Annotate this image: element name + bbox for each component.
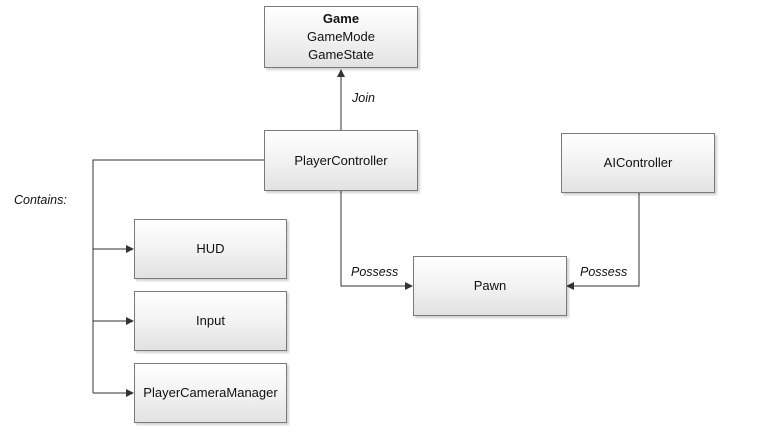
contains-label: Contains:	[14, 193, 67, 207]
player-controller-label: PlayerController	[294, 152, 388, 168]
game-node: Game GameMode GameState	[264, 6, 418, 68]
game-title: Game	[322, 11, 360, 26]
pawn-label: Pawn	[473, 278, 507, 293]
player-camera-manager-label: PlayerCameraManager	[143, 385, 278, 400]
hud-node: HUD	[134, 219, 287, 279]
possess-ai-label: Possess	[580, 265, 628, 279]
player-controller-node: PlayerController	[264, 130, 418, 191]
game-mode-label: GameMode	[307, 29, 375, 44]
join-label: Join	[352, 91, 375, 105]
input-label: Input	[196, 313, 225, 328]
ai-controller-label: AIController	[603, 155, 673, 170]
possess-ai-arrow	[566, 193, 640, 290]
possess-player-label: Possess	[351, 265, 399, 279]
contains-line	[92, 159, 264, 393]
player-camera-manager-node: PlayerCameraManager	[134, 363, 287, 423]
pawn-node: Pawn	[413, 256, 567, 316]
possess-player-arrow	[340, 191, 413, 290]
ai-controller-node: AIController	[561, 133, 715, 193]
game-state-label: GameState	[308, 47, 374, 62]
hud-label: HUD	[196, 241, 225, 256]
input-node: Input	[134, 291, 287, 351]
